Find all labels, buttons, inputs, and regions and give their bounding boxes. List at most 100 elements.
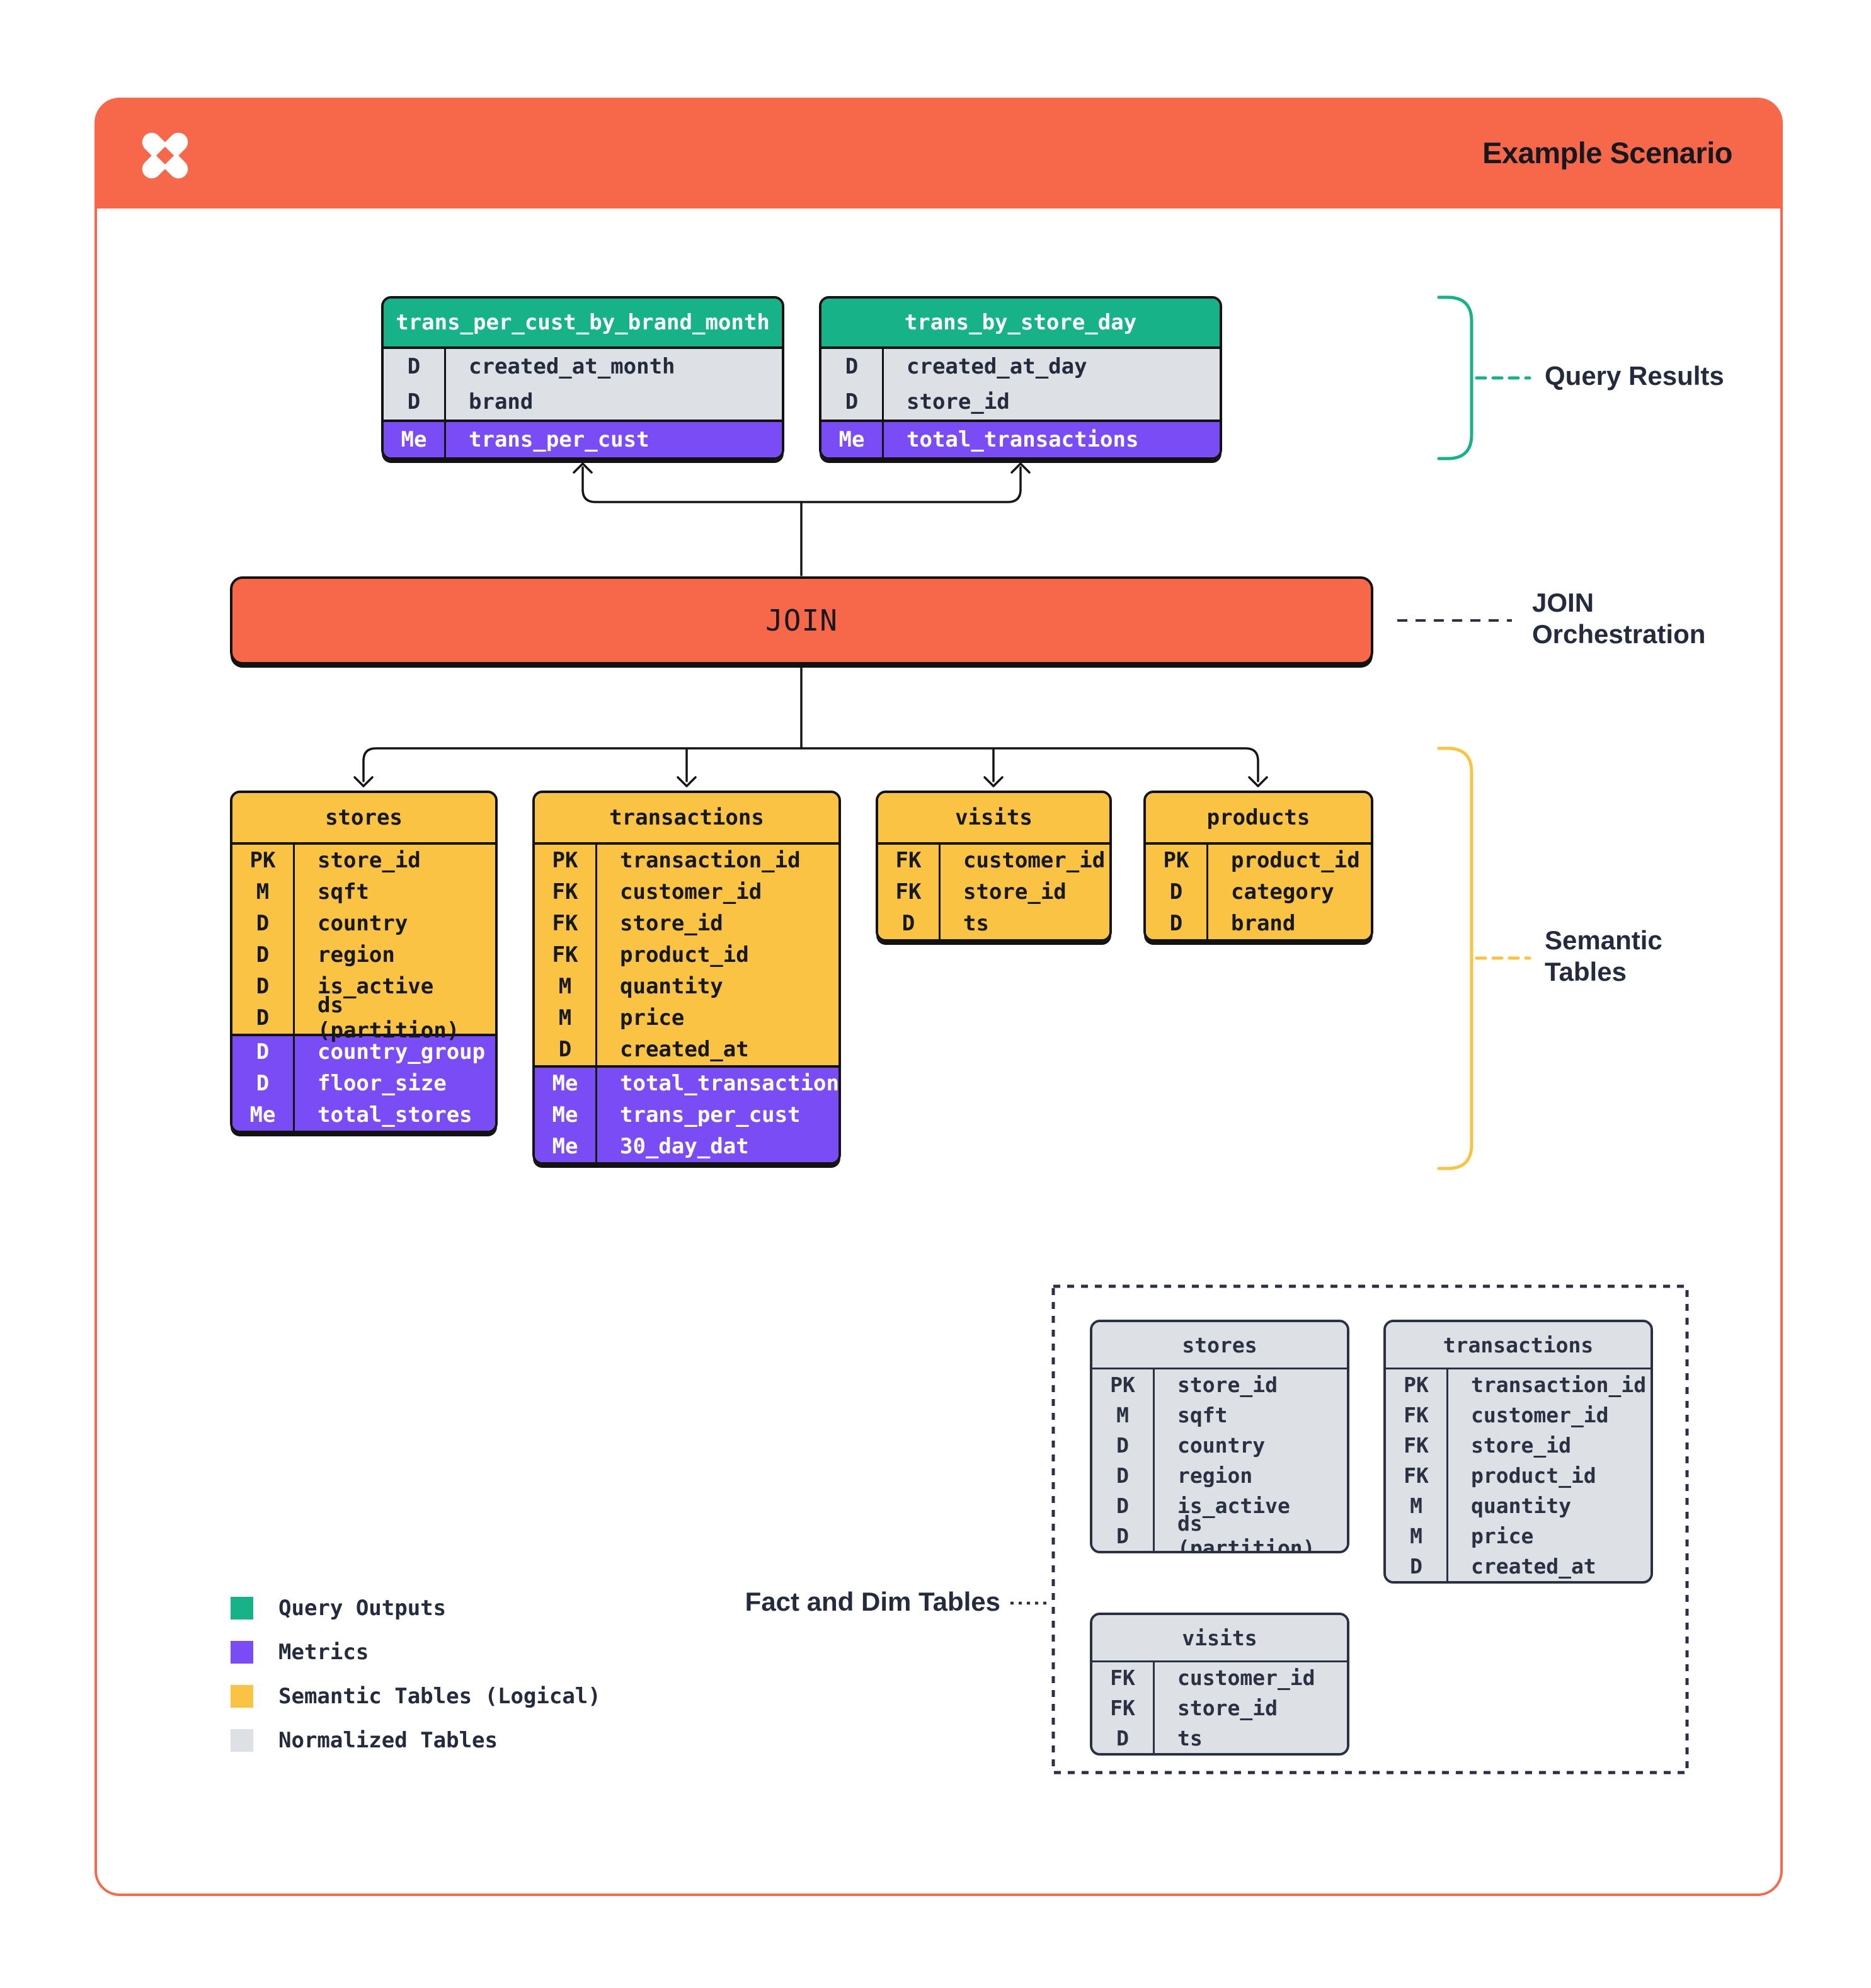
field-key: FK [1386, 1460, 1448, 1490]
table-title: visits [1092, 1615, 1347, 1662]
table-row: Me trans_per_cust [384, 420, 782, 457]
field-key: PK [1386, 1369, 1448, 1400]
field-key: D [232, 971, 295, 1002]
field-key: D [1146, 876, 1208, 908]
legend-swatch [231, 1729, 253, 1752]
field-key: Me [232, 1099, 295, 1131]
field-key: D [232, 1036, 295, 1068]
field-key: D [232, 939, 295, 971]
field-key: D [821, 349, 884, 384]
legend-swatch [231, 1597, 253, 1620]
field-name: brand [469, 389, 534, 414]
join-orchestration-line1: JOIN [1532, 588, 1594, 617]
table-row: PK store_id [1092, 1369, 1347, 1400]
field-name: category [1231, 879, 1334, 905]
join-orchestration-line2: Orchestration [1532, 619, 1706, 649]
field-key: D [232, 908, 295, 939]
field-key: FK [878, 876, 941, 908]
field-key: FK [878, 845, 941, 876]
field-name: quantity [1471, 1493, 1571, 1518]
table-title: trans_per_cust_by_brand_month [384, 299, 782, 349]
field-key: FK [535, 908, 597, 939]
field-key: D [1386, 1551, 1448, 1581]
field-key: D [1146, 908, 1208, 939]
field-key: D [232, 1002, 295, 1034]
field-name: product_id [1471, 1463, 1596, 1488]
legend-label: Metrics [278, 1640, 369, 1665]
legend-swatch [231, 1641, 253, 1664]
field-name: total_transactions [620, 1071, 841, 1096]
card-header: Example Scenario [97, 100, 1780, 209]
table-title: transactions [535, 793, 838, 845]
field-name: trans_per_cust [469, 427, 649, 452]
field-key: M [1386, 1490, 1448, 1521]
field-name: is_active [1177, 1493, 1290, 1518]
field-key: FK [1386, 1430, 1448, 1460]
field-name: sqft [1177, 1402, 1228, 1427]
field-name: floor_size [318, 1071, 447, 1096]
field-name: country_group [318, 1039, 486, 1065]
field-key: PK [232, 845, 295, 876]
field-name: store_id [318, 848, 421, 873]
field-key: D [821, 384, 884, 420]
legend-item: Semantic Tables (Logical) [231, 1674, 601, 1718]
semantic-tables-label: Semantic Tables [1545, 925, 1662, 988]
field-key: Me [384, 422, 446, 457]
field-name: country [1177, 1432, 1266, 1458]
field-name: transaction_id [620, 848, 801, 873]
join-label: JOIN [765, 603, 838, 637]
field-key: D [1092, 1490, 1155, 1521]
field-key: Me [821, 422, 884, 457]
field-key: FK [535, 939, 597, 971]
field-name: price [1471, 1523, 1534, 1548]
field-name: created_at_day [907, 354, 1087, 379]
field-name: store_id [1177, 1695, 1278, 1720]
field-name: customer_id [1177, 1665, 1315, 1690]
field-name: store_id [1177, 1372, 1278, 1397]
field-key: D [535, 1034, 597, 1065]
legend-item: Query Outputs [231, 1586, 601, 1630]
field-name: created_at_month [469, 354, 675, 379]
legend-item: Normalized Tables [231, 1718, 601, 1762]
field-key: FK [1386, 1400, 1448, 1430]
field-key: PK [1092, 1369, 1155, 1400]
field-key: PK [1146, 845, 1208, 876]
field-name: product_id [620, 942, 749, 968]
field-name: 30_day_dat [620, 1134, 749, 1159]
field-name: ts [963, 911, 989, 936]
field-name: price [620, 1005, 685, 1031]
field-key: FK [1092, 1693, 1155, 1723]
